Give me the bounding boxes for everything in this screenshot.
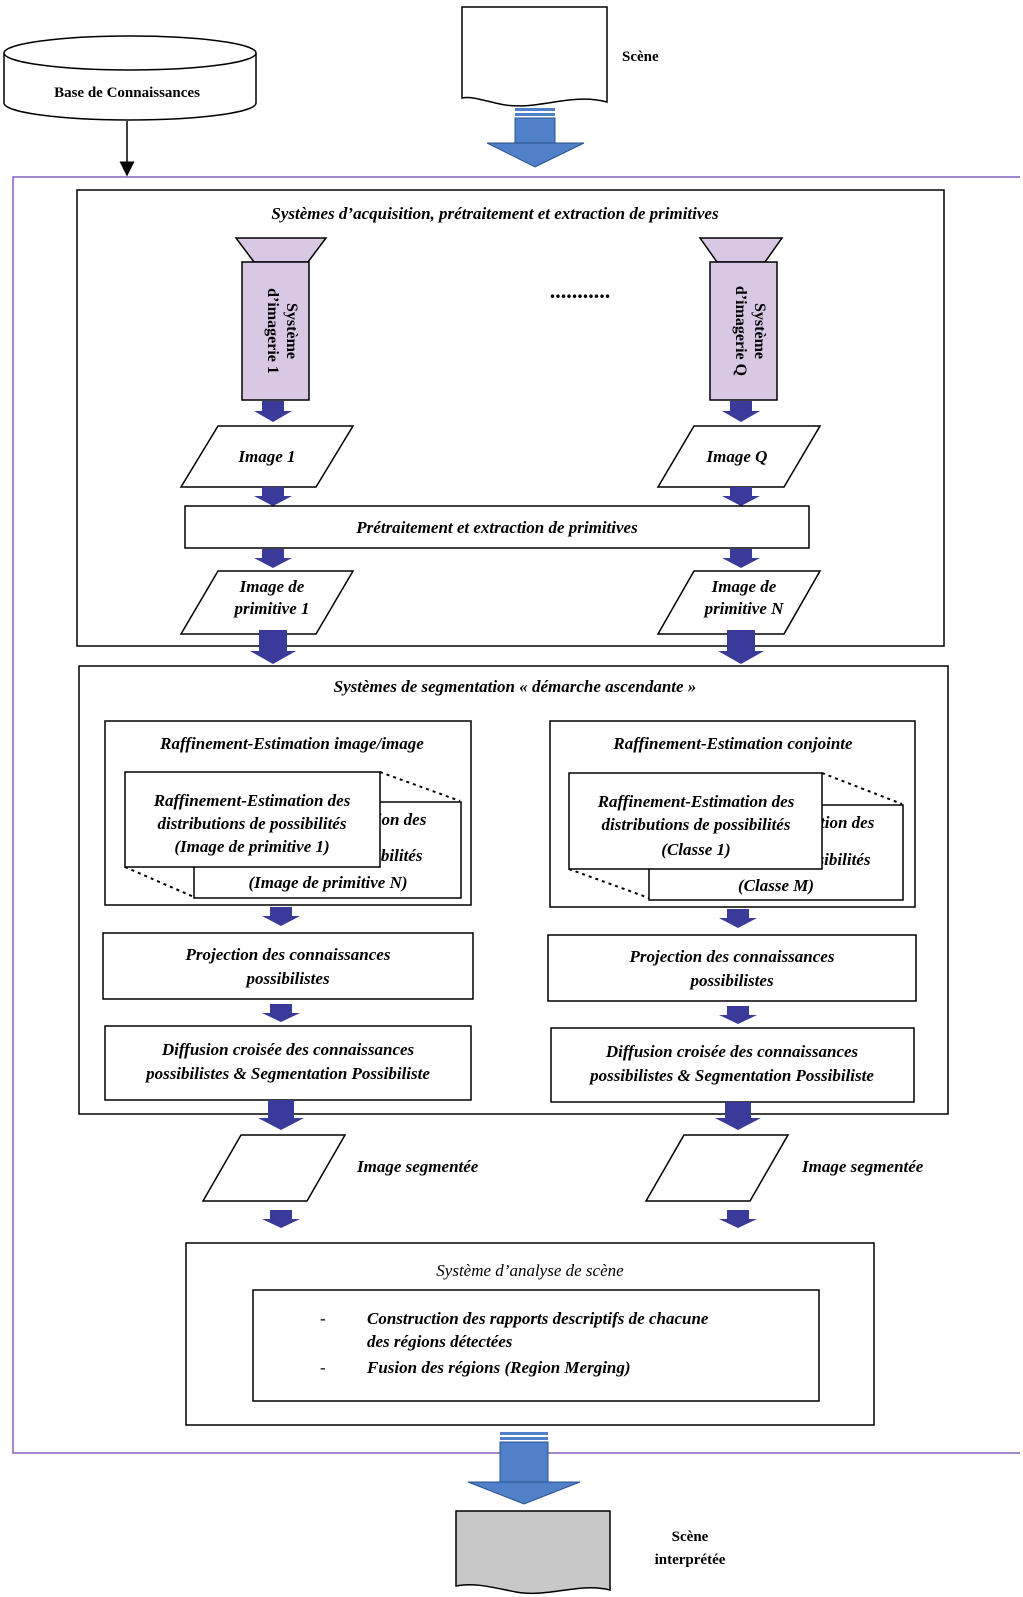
primitive-1-label-line1: Image de bbox=[239, 577, 305, 596]
arrow-left-diffusion-segmented bbox=[258, 1100, 304, 1130]
ellipsis-dots: ........... bbox=[550, 278, 611, 303]
camera-1-label-line1: Système bbox=[283, 303, 300, 359]
analysis-inner-box bbox=[252, 1289, 820, 1402]
arrow-imageq-preproc bbox=[722, 487, 760, 506]
left-front-card bbox=[124, 771, 381, 868]
camera-q: Système d’imagerie Q bbox=[698, 237, 784, 401]
left-back-line3: (Image de primitive N) bbox=[248, 873, 407, 892]
arrow-image1-preproc bbox=[254, 487, 292, 506]
camera-1-label-line2: d’imagerie 1 bbox=[264, 288, 281, 374]
arrow-primn-segmentation bbox=[718, 630, 764, 664]
right-diffusion-box bbox=[550, 1027, 915, 1103]
right-diffusion-line1: Diffusion croisée des connaissances bbox=[605, 1042, 859, 1061]
analysis-bullet-1: - bbox=[320, 1309, 326, 1328]
analysis-item2: Fusion des régions (Region Merging) bbox=[366, 1358, 631, 1377]
image-q-label: Image Q bbox=[706, 447, 768, 466]
scene-label: Scène bbox=[622, 49, 659, 65]
right-front-line1: Raffinement-Estimation des bbox=[597, 792, 795, 811]
arrow-right-refine-projection bbox=[719, 909, 757, 928]
right-refinement-title: Raffinement-Estimation conjointe bbox=[612, 734, 853, 753]
arrow-segmented-right-analysis bbox=[719, 1210, 757, 1228]
left-diffusion-box bbox=[104, 1025, 472, 1101]
arrow-preproc-prim1 bbox=[254, 549, 292, 568]
interpreted-scene-line2: interprétée bbox=[655, 1552, 726, 1568]
segmentation-title: Systèmes de segmentation « démarche asce… bbox=[334, 677, 697, 696]
interpreted-scene-line1: Scène bbox=[672, 1529, 709, 1545]
scene-document bbox=[461, 6, 608, 107]
analysis-bullet-2: - bbox=[320, 1358, 326, 1377]
camera-q-label-line1: Système bbox=[751, 303, 768, 359]
image-1-shape bbox=[179, 425, 355, 488]
preprocessing-label: Prétraitement et extraction de primitive… bbox=[355, 518, 638, 537]
arrow-preproc-primn bbox=[722, 549, 760, 568]
camera-q-label-line2: d’imagerie Q bbox=[732, 286, 749, 376]
segmented-right-label: Image segmentée bbox=[801, 1157, 924, 1176]
knowledge-base-label: Base de Connaissances bbox=[54, 85, 200, 101]
interpreted-scene-document bbox=[455, 1510, 611, 1595]
right-front-card bbox=[568, 772, 823, 870]
knowledge-base-cylinder: Base de Connaissances bbox=[3, 35, 257, 121]
arrow-right-projection-diffusion bbox=[719, 1006, 757, 1024]
analysis-item1-line1: Construction des rapports descriptifs de… bbox=[367, 1309, 709, 1328]
primitive-n-label-line2: primitive N bbox=[703, 599, 785, 618]
segmented-left-shape bbox=[201, 1134, 347, 1202]
arrow-cam1-image1 bbox=[254, 401, 292, 422]
primitive-n-shape bbox=[656, 570, 822, 635]
left-stack-dots-top bbox=[379, 771, 461, 802]
analysis-title: Système d’analyse de scène bbox=[436, 1261, 624, 1280]
primitive-n-label-line1: Image de bbox=[711, 577, 777, 596]
right-front-line3: (Classe 1) bbox=[661, 840, 730, 859]
preprocessing-box bbox=[184, 505, 810, 549]
segmented-left-label: Image segmentée bbox=[356, 1157, 479, 1176]
image-1-label: Image 1 bbox=[237, 447, 295, 466]
left-projection-line1: Projection des connaissances bbox=[185, 945, 391, 964]
right-diffusion-line2: possibilistes & Segmentation Possibilist… bbox=[588, 1066, 874, 1085]
left-projection-box bbox=[102, 932, 474, 1000]
left-projection-line2: possibilistes bbox=[244, 969, 330, 988]
right-projection-line1: Projection des connaissances bbox=[629, 947, 835, 966]
left-refinement-title: Raffinement-Estimation image/image bbox=[159, 734, 424, 753]
right-stack-dots-bottom bbox=[568, 868, 650, 899]
right-projection-box bbox=[547, 934, 917, 1002]
left-diffusion-line1: Diffusion croisée des connaissances bbox=[161, 1040, 415, 1059]
left-front-line1: Raffinement-Estimation des bbox=[153, 791, 351, 810]
scene-input-arrow bbox=[486, 108, 585, 168]
left-diffusion-line2: possibilistes & Segmentation Possibilist… bbox=[144, 1064, 430, 1083]
left-front-line3: (Image de primitive 1) bbox=[174, 837, 329, 856]
arrow-left-projection-diffusion bbox=[262, 1004, 300, 1022]
arrow-right-diffusion-segmented bbox=[715, 1102, 761, 1130]
right-back-line3: (Classe M) bbox=[738, 876, 814, 895]
left-stack-dots-bottom bbox=[124, 866, 195, 898]
scene-output-arrow bbox=[467, 1432, 581, 1505]
segmented-right-shape bbox=[644, 1134, 790, 1202]
primitive-1-shape bbox=[179, 570, 355, 635]
arrow-camq-imageq bbox=[722, 401, 760, 422]
right-front-line2: distributions de possibilités bbox=[602, 815, 791, 834]
acquisition-box bbox=[76, 189, 945, 647]
camera-1: Système d’imagerie 1 bbox=[234, 237, 328, 401]
analysis-item1-line2: des régions détectées bbox=[367, 1332, 513, 1351]
arrow-left-refine-projection bbox=[262, 907, 300, 926]
acquisition-title: Systèmes d’acquisition, prétraitement et… bbox=[271, 204, 719, 223]
image-q-shape bbox=[656, 425, 822, 488]
right-projection-line2: possibilistes bbox=[688, 971, 774, 990]
right-stack-dots-top bbox=[821, 772, 903, 805]
left-front-line2: distributions de possibilités bbox=[158, 814, 347, 833]
arrow-prim1-segmentation bbox=[250, 630, 296, 664]
arrow-segmented-left-analysis bbox=[262, 1210, 300, 1228]
primitive-1-label-line2: primitive 1 bbox=[232, 599, 309, 618]
